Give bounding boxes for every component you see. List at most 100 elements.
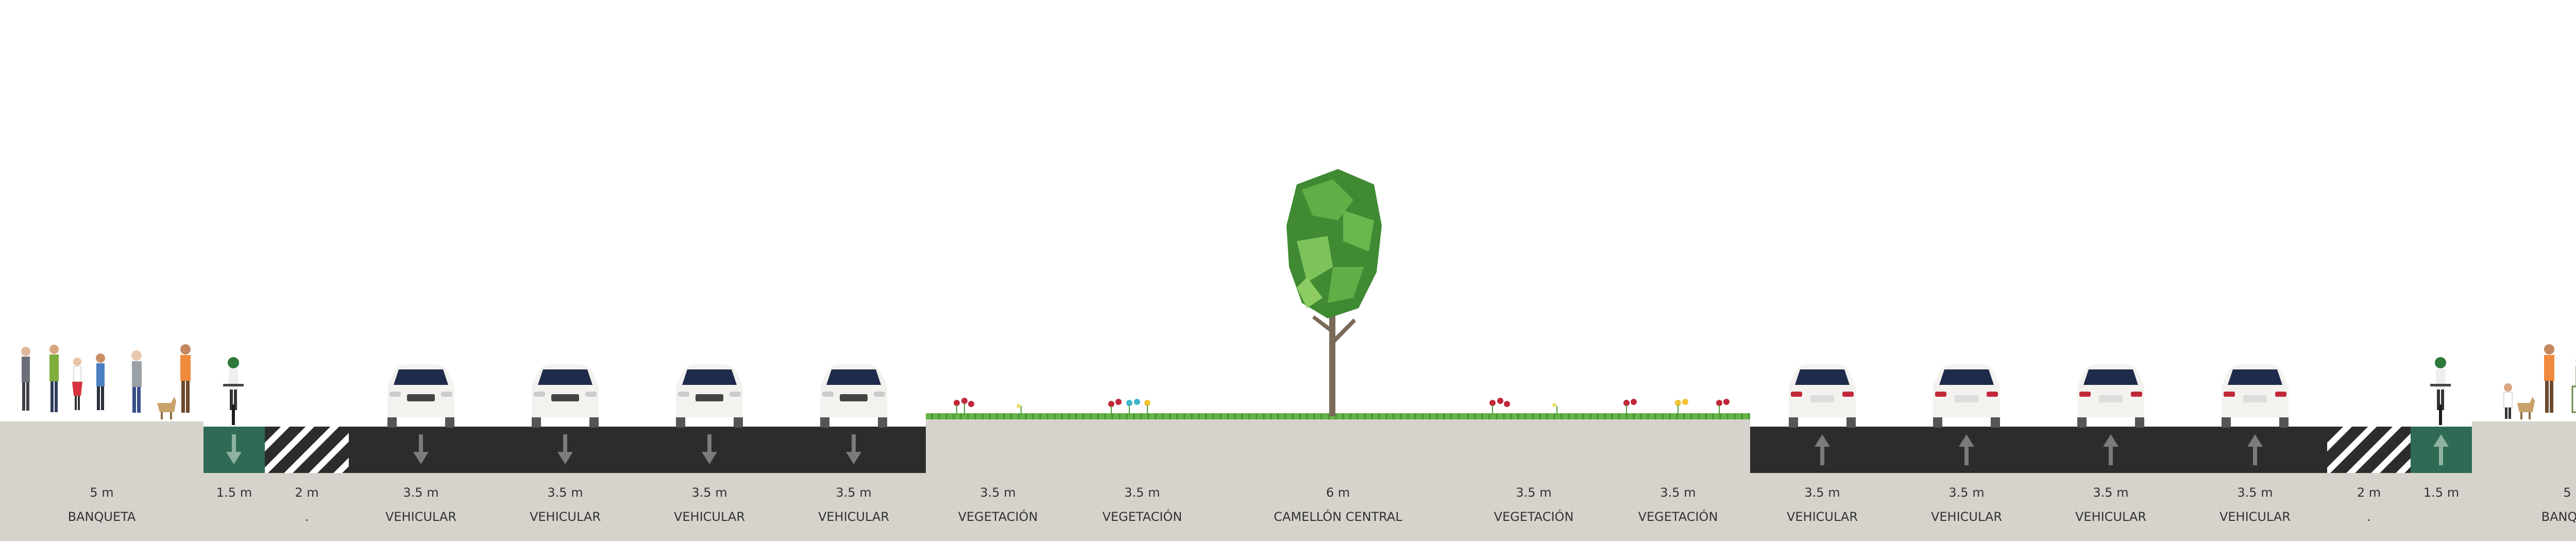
segment-name-label: VEGETACIÓN [1494,510,1574,524]
cyclist-icon [2425,356,2456,430]
segment-width-label: 1.5 m [216,485,252,500]
arrow-down-icon [413,434,429,467]
flowers-icon [1621,397,1745,419]
car-rear-icon [1784,363,1861,430]
cyclist-icon [218,356,249,430]
segment-width-label: 3.5 m [1948,485,1985,500]
segment-name-label: CAMELLÓN CENTRAL [1274,510,1402,524]
segment-width-label: 3.5 m [836,485,872,500]
sidewalk-surface [1750,473,1894,541]
segment-name-label: BANQUETA [67,510,136,524]
planting-surface [926,418,1070,541]
segment-name-label: BANQUETA [2541,510,2576,524]
car-front-icon [671,363,748,430]
segment-width-label: 3.5 m [2237,485,2273,500]
segment-name-label: VEGETACIÓN [958,510,1038,524]
grass-strip [926,413,1070,419]
segment-width-label: 3.5 m [980,485,1016,500]
segment-name-label: VEHICULAR [529,510,601,524]
grass-strip [1462,413,1606,419]
segment-banqueta-left: 5 m BANQUETA [0,0,204,541]
segment-vehicular-6: 3.5 m VEHICULAR [1894,0,2039,541]
segment-width-label: 3.5 m [2093,485,2129,500]
car-front-icon [815,363,892,430]
arrow-up-icon [2247,434,2263,467]
median-surface [1214,418,1462,541]
sidewalk-surface [265,473,349,541]
arrow-down-icon [557,434,573,467]
segment-vehicular-7: 3.5 m VEHICULAR [2039,0,2183,541]
tree-icon [1276,164,1389,424]
segment-vehicular-3: 3.5 m VEHICULAR [637,0,782,541]
sidewalk-surface [349,473,493,541]
buffer-hatch [2327,427,2411,473]
segment-vehicular-2: 3.5 m VEHICULAR [493,0,637,541]
segment-width-label: 1.5 m [2423,485,2460,500]
segment-vehicular-4: 3.5 m VEHICULAR [782,0,926,541]
sidewalk-surface [204,473,265,541]
segment-name-label: . [2367,510,2371,524]
arrow-up-icon [1815,434,1830,467]
segment-width-label: 2 m [295,485,319,500]
grass-strip [1606,413,1750,419]
sidewalk-surface [2039,473,2183,541]
arrow-up-icon [2433,434,2449,467]
segment-name-label: VEGETACIÓN [1102,510,1182,524]
segment-buffer-left: 2 m . [265,0,349,541]
car-front-icon [382,363,460,430]
sidewalk-surface [2183,473,2327,541]
flowers-icon [1487,397,1590,419]
segment-name-label: VEHICULAR [818,510,890,524]
segment-name-label: VEHICULAR [2075,510,2147,524]
segment-width-label: 3.5 m [1124,485,1160,500]
segment-width-label: 3.5 m [403,485,439,500]
arrow-down-icon [226,434,242,467]
segment-name-label: VEHICULAR [1930,510,2003,524]
planting-surface [1070,418,1214,541]
sidewalk-surface [782,473,926,541]
sidewalk-surface [2411,473,2472,541]
segment-vegetacion-4: 3.5 m VEGETACIÓN [1606,0,1750,541]
segment-vehicular-5: 3.5 m VEHICULAR [1750,0,1894,541]
planting-surface [1462,418,1606,541]
segment-name-label: VEHICULAR [1786,510,1858,524]
segment-width-label: 2 m [2357,485,2381,500]
segment-name-label: VEGETACIÓN [1638,510,1718,524]
segment-bike-right: 1.5 m [2411,0,2472,541]
arrow-down-icon [702,434,717,467]
grass-strip [1214,413,1462,419]
sidewalk-surface [1894,473,2039,541]
car-rear-icon [2072,363,2149,430]
flowers-icon [1106,397,1189,419]
segment-name-label: VEHICULAR [385,510,457,524]
segment-name-label: VEHICULAR [2219,510,2291,524]
segment-buffer-right: 2 m . [2327,0,2411,541]
sidewalk-surface [0,421,204,541]
segment-name-label: . [304,510,309,524]
sidewalk-surface [493,473,637,541]
sidewalk-surface [2472,421,2576,541]
segment-name-label: VEHICULAR [673,510,745,524]
arrow-up-icon [1959,434,1974,467]
segment-bike-left: 1.5 m [204,0,265,541]
segment-vegetacion-3: 3.5 m VEGETACIÓN [1462,0,1606,541]
segment-width-label: 3.5 m [1516,485,1552,500]
segment-banqueta-right: 5 m BANQUETA [2472,0,2576,541]
segment-vegetacion-1: 3.5 m VEGETACIÓN [926,0,1070,541]
buffer-hatch [265,427,349,473]
segment-width-label: 3.5 m [1660,485,1696,500]
segment-width-label: 5 m [90,485,114,500]
segment-width-label: 3.5 m [691,485,727,500]
planting-surface [1606,418,1750,541]
sidewalk-surface [2327,473,2411,541]
segment-width-label: 3.5 m [547,485,583,500]
sidewalk-surface [637,473,782,541]
pedestrians-icon [2493,340,2576,427]
segment-vegetacion-2: 3.5 m VEGETACIÓN [1070,0,1214,541]
car-rear-icon [2216,363,2294,430]
car-rear-icon [1928,363,2005,430]
segment-width-label: 3.5 m [1804,485,1840,500]
arrow-down-icon [846,434,861,467]
flowers-icon [952,397,1055,419]
